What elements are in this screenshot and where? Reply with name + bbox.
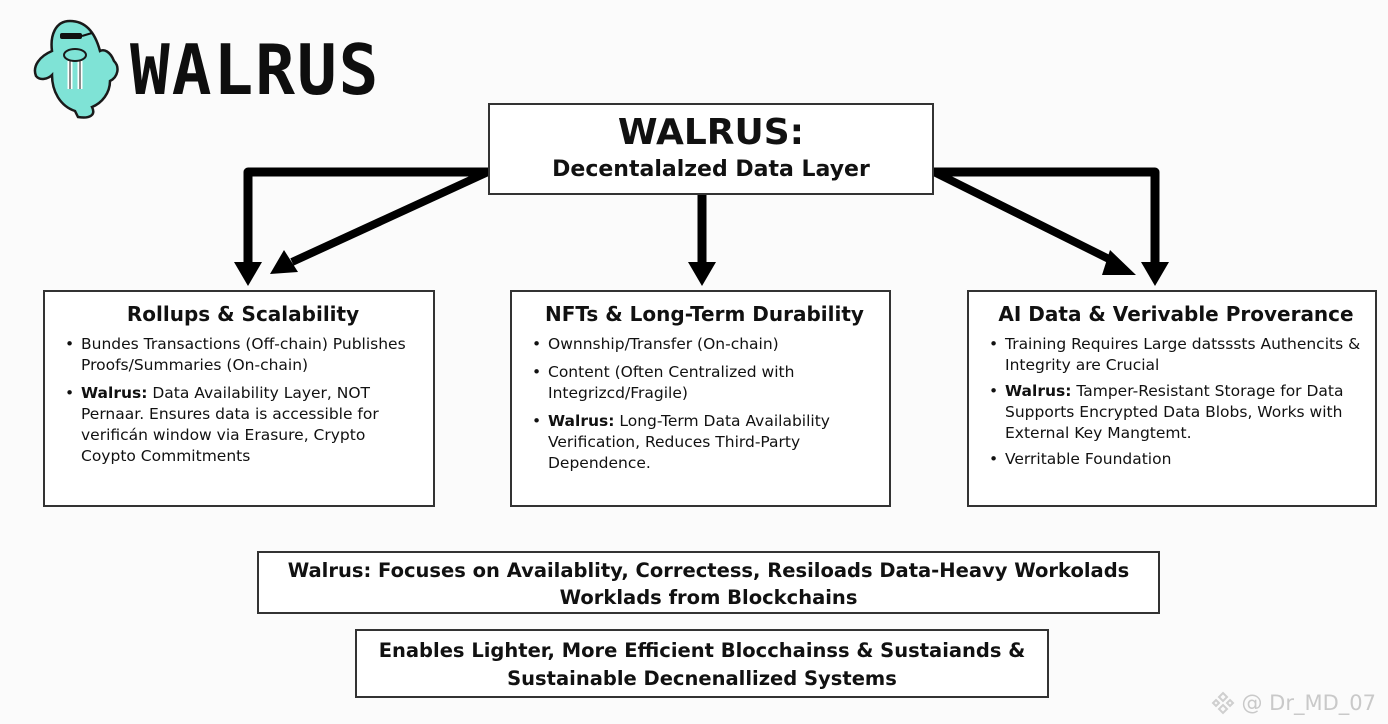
walrus-logo: WALRUS (30, 10, 378, 120)
card-heading: NFTs & Long-Term Durability (545, 302, 864, 326)
bullet-list: Ownnship/Transfer (On-chain) Content (Of… (530, 334, 879, 474)
card-ai-data-provenance: AI Data & Verivable Proverance Training … (967, 290, 1377, 507)
walrus-wordmark: WALRUS (130, 30, 381, 111)
title-box: WALRUS: Decentalalzed Data Layer (488, 103, 934, 195)
card-heading: AI Data & Verivable Proverance (998, 302, 1354, 326)
summary-line: Sustainable Decnenallized Systems (507, 667, 897, 690)
arrow-right-diagonal (932, 168, 1136, 275)
bullet-list: Training Requires Large datsssts Authenc… (987, 334, 1365, 470)
summary-line: Worklads from Blockchains (559, 586, 858, 609)
bullet-item: Bundes Transactions (Off-chain) Publishe… (65, 334, 423, 376)
bullet-item: Walrus: Tamper-Resistant Storage for Dat… (989, 381, 1365, 444)
bullet-item: Walrus: Long-Term Data Availability Veri… (532, 411, 879, 474)
bullet-item: Ownnship/Transfer (On-chain) (532, 334, 879, 355)
arrow-right-elbow (934, 167, 1169, 286)
summary-line: Walrus: Focuses on Availablity, Correcte… (287, 559, 1130, 582)
bullet-item: Verritable Foundation (989, 449, 1365, 470)
arrow-left-diagonal (270, 168, 490, 274)
bullet-item: Training Requires Large datsssts Authenc… (989, 334, 1365, 376)
summary-box-focus: Walrus: Focuses on Availablity, Correcte… (257, 551, 1160, 614)
watermark: @ Dr_MD_07 (1210, 690, 1377, 716)
title-main: WALRUS: (617, 112, 805, 153)
title-subtitle: Decentalalzed Data Layer (552, 157, 870, 182)
bullet-item: Walrus: Data Availability Layer, NOT Per… (65, 383, 423, 467)
binance-diamond-icon (1211, 691, 1234, 715)
arrow-left-elbow (234, 167, 488, 286)
bullet-item: Content (Often Centralized with Integriz… (532, 362, 879, 404)
summary-box-enables: Enables Lighter, More Efficient Blocchai… (355, 629, 1049, 698)
arrow-center-down (688, 195, 716, 286)
watermark-handle: @ Dr_MD_07 (1241, 691, 1377, 715)
summary-line: Enables Lighter, More Efficient Blocchai… (378, 639, 1026, 662)
walrus-mascot-icon (33, 19, 119, 119)
bullet-list: Bundes Transactions (Off-chain) Publishe… (63, 334, 423, 467)
card-heading: Rollups & Scalability (126, 302, 360, 326)
card-nfts-durability: NFTs & Long-Term Durability Ownnship/Tra… (510, 290, 891, 507)
card-rollups-scalability: Rollups & Scalability Bundes Transaction… (43, 290, 435, 507)
